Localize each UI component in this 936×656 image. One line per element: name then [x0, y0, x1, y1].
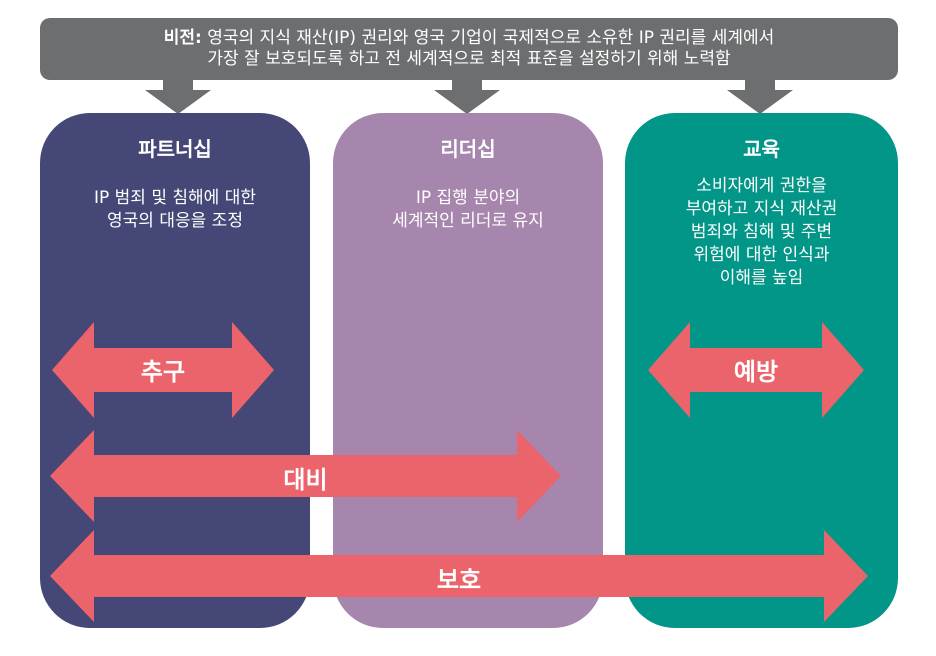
education-desc-line: 위험에 대한 인식과 [693, 245, 830, 265]
leadership-title: 리더십 [440, 137, 496, 161]
leadership-desc-line: 세계적인 리더로 유지 [392, 211, 544, 231]
vision-line-1-text: 영국의 지식 재산(IP) 권리와 영국 기업이 국제적으로 소유한 IP 권리… [201, 28, 775, 48]
partnership-desc-line: IP 범죄 및 침해에 대한 [93, 188, 256, 208]
education-desc-line: 범죄와 침해 및 주변 [690, 222, 833, 242]
vision-line-1: 비전: 영국의 지식 재산(IP) 권리와 영국 기업이 국제적으로 소유한 I… [164, 28, 775, 49]
partnership-title: 파트너십 [138, 137, 212, 161]
down-arrow-icon [434, 78, 500, 114]
down-arrow-icon [727, 78, 793, 114]
prepare-label: 대비 [283, 466, 328, 494]
leadership-description: IP 집행 분야의 세계적인 리더로 유지 [351, 187, 585, 233]
vision-banner: 비전: 영국의 지식 재산(IP) 권리와 영국 기업이 국제적으로 소유한 I… [40, 18, 898, 80]
prevent-double-arrow-icon [648, 322, 864, 418]
vision-line-2: 가장 잘 보호되도록 하고 전 세계적으로 최적 표준을 설정하기 위해 노력함 [207, 49, 731, 69]
prepare-double-arrow-icon [50, 430, 561, 522]
pursue-label: 추구 [140, 358, 186, 386]
education-desc-line: 소비자에게 권한을 [696, 176, 827, 196]
pursue-double-arrow-icon [52, 322, 274, 418]
education-title: 교육 [743, 137, 780, 161]
partnership-desc-line: 영국의 대응을 조정 [107, 211, 243, 231]
leadership-column: 리더십 IP 집행 분야의 세계적인 리더로 유지 [333, 113, 603, 628]
leadership-desc-line: IP 집행 분야의 [415, 188, 521, 208]
down-arrow-icon [145, 78, 211, 114]
protect-label: 보호 [436, 566, 482, 594]
prevent-label: 예방 [733, 358, 779, 386]
education-desc-line: 부여하고 지식 재산권 [685, 199, 838, 219]
education-desc-line: 이해를 높임 [719, 268, 804, 288]
protect-double-arrow-icon [50, 530, 868, 622]
vision-label: 비전: [163, 28, 202, 48]
education-description: 소비자에게 권한을 부여하고 지식 재산권 범죄와 침해 및 주변 위험에 대한… [643, 175, 880, 290]
partnership-description: IP 범죄 및 침해에 대한 영국의 대응을 조정 [58, 187, 292, 233]
